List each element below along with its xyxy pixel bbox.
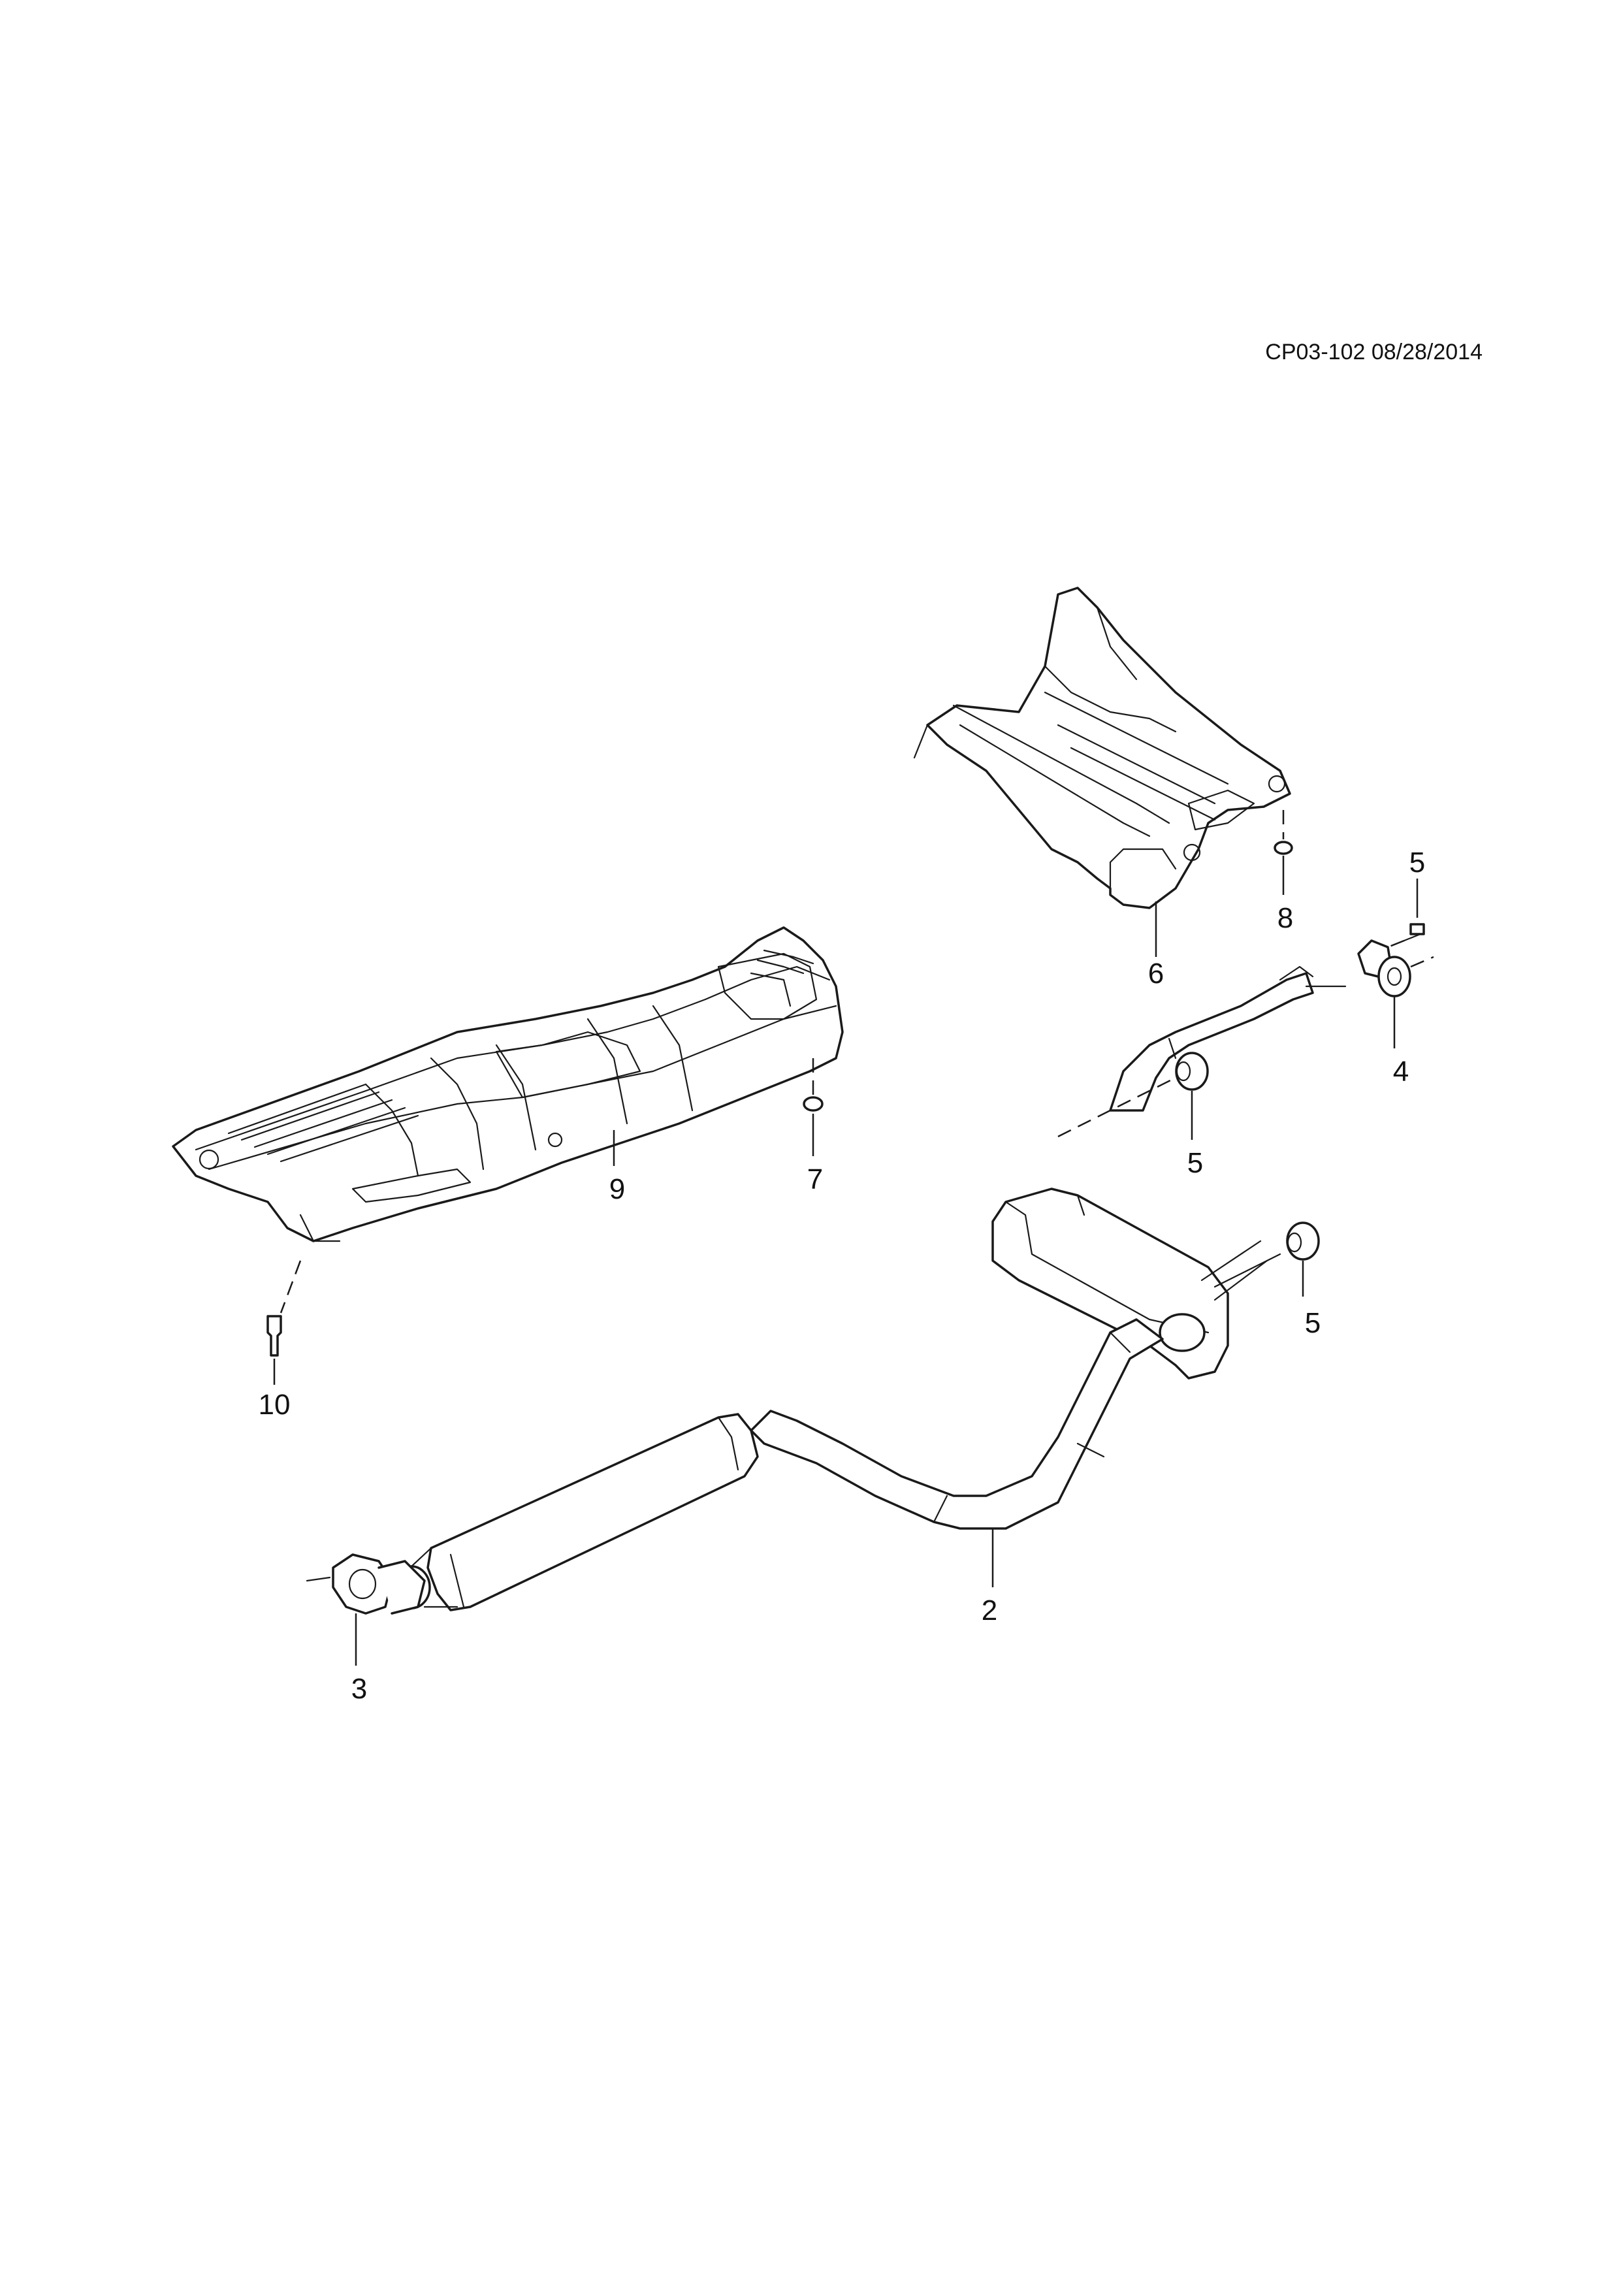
callout-7: 7 (807, 1163, 823, 1195)
callout-10: 10 (259, 1389, 291, 1421)
callout-8: 8 (1277, 902, 1293, 934)
rubber-insulator-5-upper (1057, 1052, 1209, 1140)
rear-heat-shield (913, 587, 1291, 957)
callout-5-lower: 5 (1305, 1307, 1321, 1339)
callout-6: 6 (1148, 958, 1164, 990)
callout-4: 5 (1409, 847, 1425, 879)
drawing-reference: CP03-102 08/28/2014 (1265, 340, 1483, 364)
callout-3: 4 (1393, 1056, 1409, 1088)
hanger-bolt-4 (1374, 879, 1425, 954)
callout-2: 3 (351, 1673, 367, 1705)
shield-nut-7 (803, 1058, 824, 1156)
shield-nut-8 (1274, 810, 1293, 895)
front-flange-gasket-2 (306, 1553, 426, 1666)
front-heat-shield (172, 926, 844, 1242)
rubber-insulator-5-lower (1213, 1221, 1320, 1297)
callout-9: 9 (609, 1173, 625, 1205)
tailpipe-clamp-3 (1357, 939, 1434, 1048)
shield-bolt-10 (266, 1260, 302, 1385)
callout-1: 2 (982, 1594, 997, 1626)
exhaust-pipe-assembly (392, 965, 1347, 1611)
callout-5-upper: 5 (1187, 1147, 1203, 1179)
